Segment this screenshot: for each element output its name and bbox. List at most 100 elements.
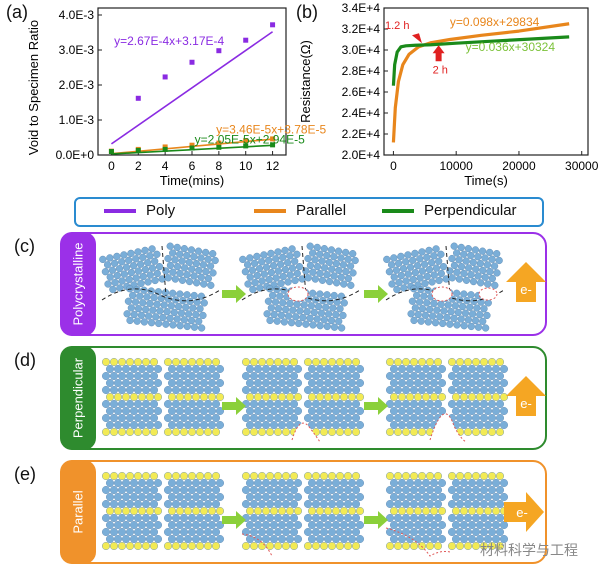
atom	[410, 358, 419, 366]
atom	[258, 258, 266, 266]
atom	[187, 528, 196, 537]
atom	[343, 472, 352, 480]
atom	[199, 261, 208, 269]
atom	[393, 500, 402, 509]
atom	[187, 414, 196, 423]
atom	[351, 400, 360, 409]
atom	[290, 400, 299, 409]
atom	[291, 276, 299, 285]
atom	[105, 478, 114, 487]
atom	[389, 535, 398, 544]
atom	[262, 393, 271, 402]
atom	[209, 250, 217, 258]
atom	[326, 297, 334, 306]
atom	[406, 263, 415, 271]
x-axis-label-b: Time(s)	[464, 173, 508, 188]
atom	[467, 322, 475, 331]
x-tick-label-a: 4	[162, 159, 169, 173]
atom	[451, 493, 460, 502]
atom	[315, 478, 324, 487]
atom	[455, 400, 464, 409]
atom	[406, 393, 415, 402]
atom	[109, 358, 118, 366]
atom	[463, 386, 472, 395]
atom	[458, 302, 467, 311]
atom	[331, 493, 340, 502]
atom	[182, 303, 190, 311]
atom	[426, 358, 435, 366]
atom	[134, 427, 143, 436]
atom	[406, 493, 415, 502]
atom	[245, 507, 254, 516]
atom	[397, 252, 405, 261]
atom	[487, 371, 496, 380]
atom	[351, 541, 360, 550]
atom	[463, 358, 472, 366]
atom	[286, 407, 295, 416]
atom	[495, 371, 504, 380]
atom	[307, 393, 316, 402]
atom	[467, 271, 475, 279]
atom	[194, 247, 203, 255]
atom	[448, 400, 457, 409]
atom	[274, 386, 283, 395]
atom	[113, 252, 121, 261]
atom	[167, 407, 176, 416]
fit-line-poly	[110, 31, 274, 145]
legend-item-poly: Poly	[104, 202, 175, 219]
atom	[349, 250, 357, 258]
x-tick-label-a: 10	[239, 159, 253, 173]
atom	[155, 263, 164, 271]
atom	[395, 259, 403, 267]
atom	[176, 269, 184, 278]
atom	[167, 478, 176, 487]
atom	[105, 521, 114, 530]
x-axis-label-a: Time(mins)	[160, 173, 225, 188]
atom	[389, 493, 398, 502]
atom	[167, 379, 176, 388]
atom	[339, 521, 348, 530]
atom	[355, 493, 364, 502]
atom	[118, 500, 127, 509]
atom	[134, 371, 143, 380]
atom	[179, 358, 188, 366]
atom	[142, 305, 150, 314]
atom	[146, 521, 155, 530]
atom	[126, 386, 135, 395]
atom	[393, 285, 401, 294]
atom	[313, 243, 321, 252]
atom	[335, 414, 344, 423]
atom	[154, 507, 163, 516]
atom	[118, 541, 127, 550]
atom	[195, 500, 204, 509]
atom	[397, 507, 406, 516]
atom	[438, 364, 447, 373]
atom	[164, 514, 173, 523]
atom	[200, 280, 208, 288]
atom	[323, 322, 331, 331]
atom	[199, 493, 208, 502]
atom	[134, 267, 143, 275]
atom	[475, 478, 484, 487]
atom	[451, 521, 460, 530]
atom	[192, 311, 200, 319]
atom	[450, 314, 458, 322]
void	[478, 287, 498, 301]
atom	[404, 270, 412, 278]
atom	[304, 472, 313, 480]
y-tick-label-b: 3.0E+4	[342, 43, 381, 57]
atom	[448, 371, 457, 380]
atom	[402, 427, 411, 436]
atom	[191, 421, 200, 430]
atom	[109, 400, 118, 409]
atom	[270, 364, 279, 373]
atom	[491, 493, 500, 502]
atom	[315, 379, 324, 388]
atom	[418, 514, 427, 523]
atom	[258, 500, 267, 509]
atom	[355, 507, 364, 516]
atom	[463, 414, 472, 423]
atom	[181, 264, 189, 272]
atom	[335, 317, 343, 325]
atom	[239, 255, 247, 264]
